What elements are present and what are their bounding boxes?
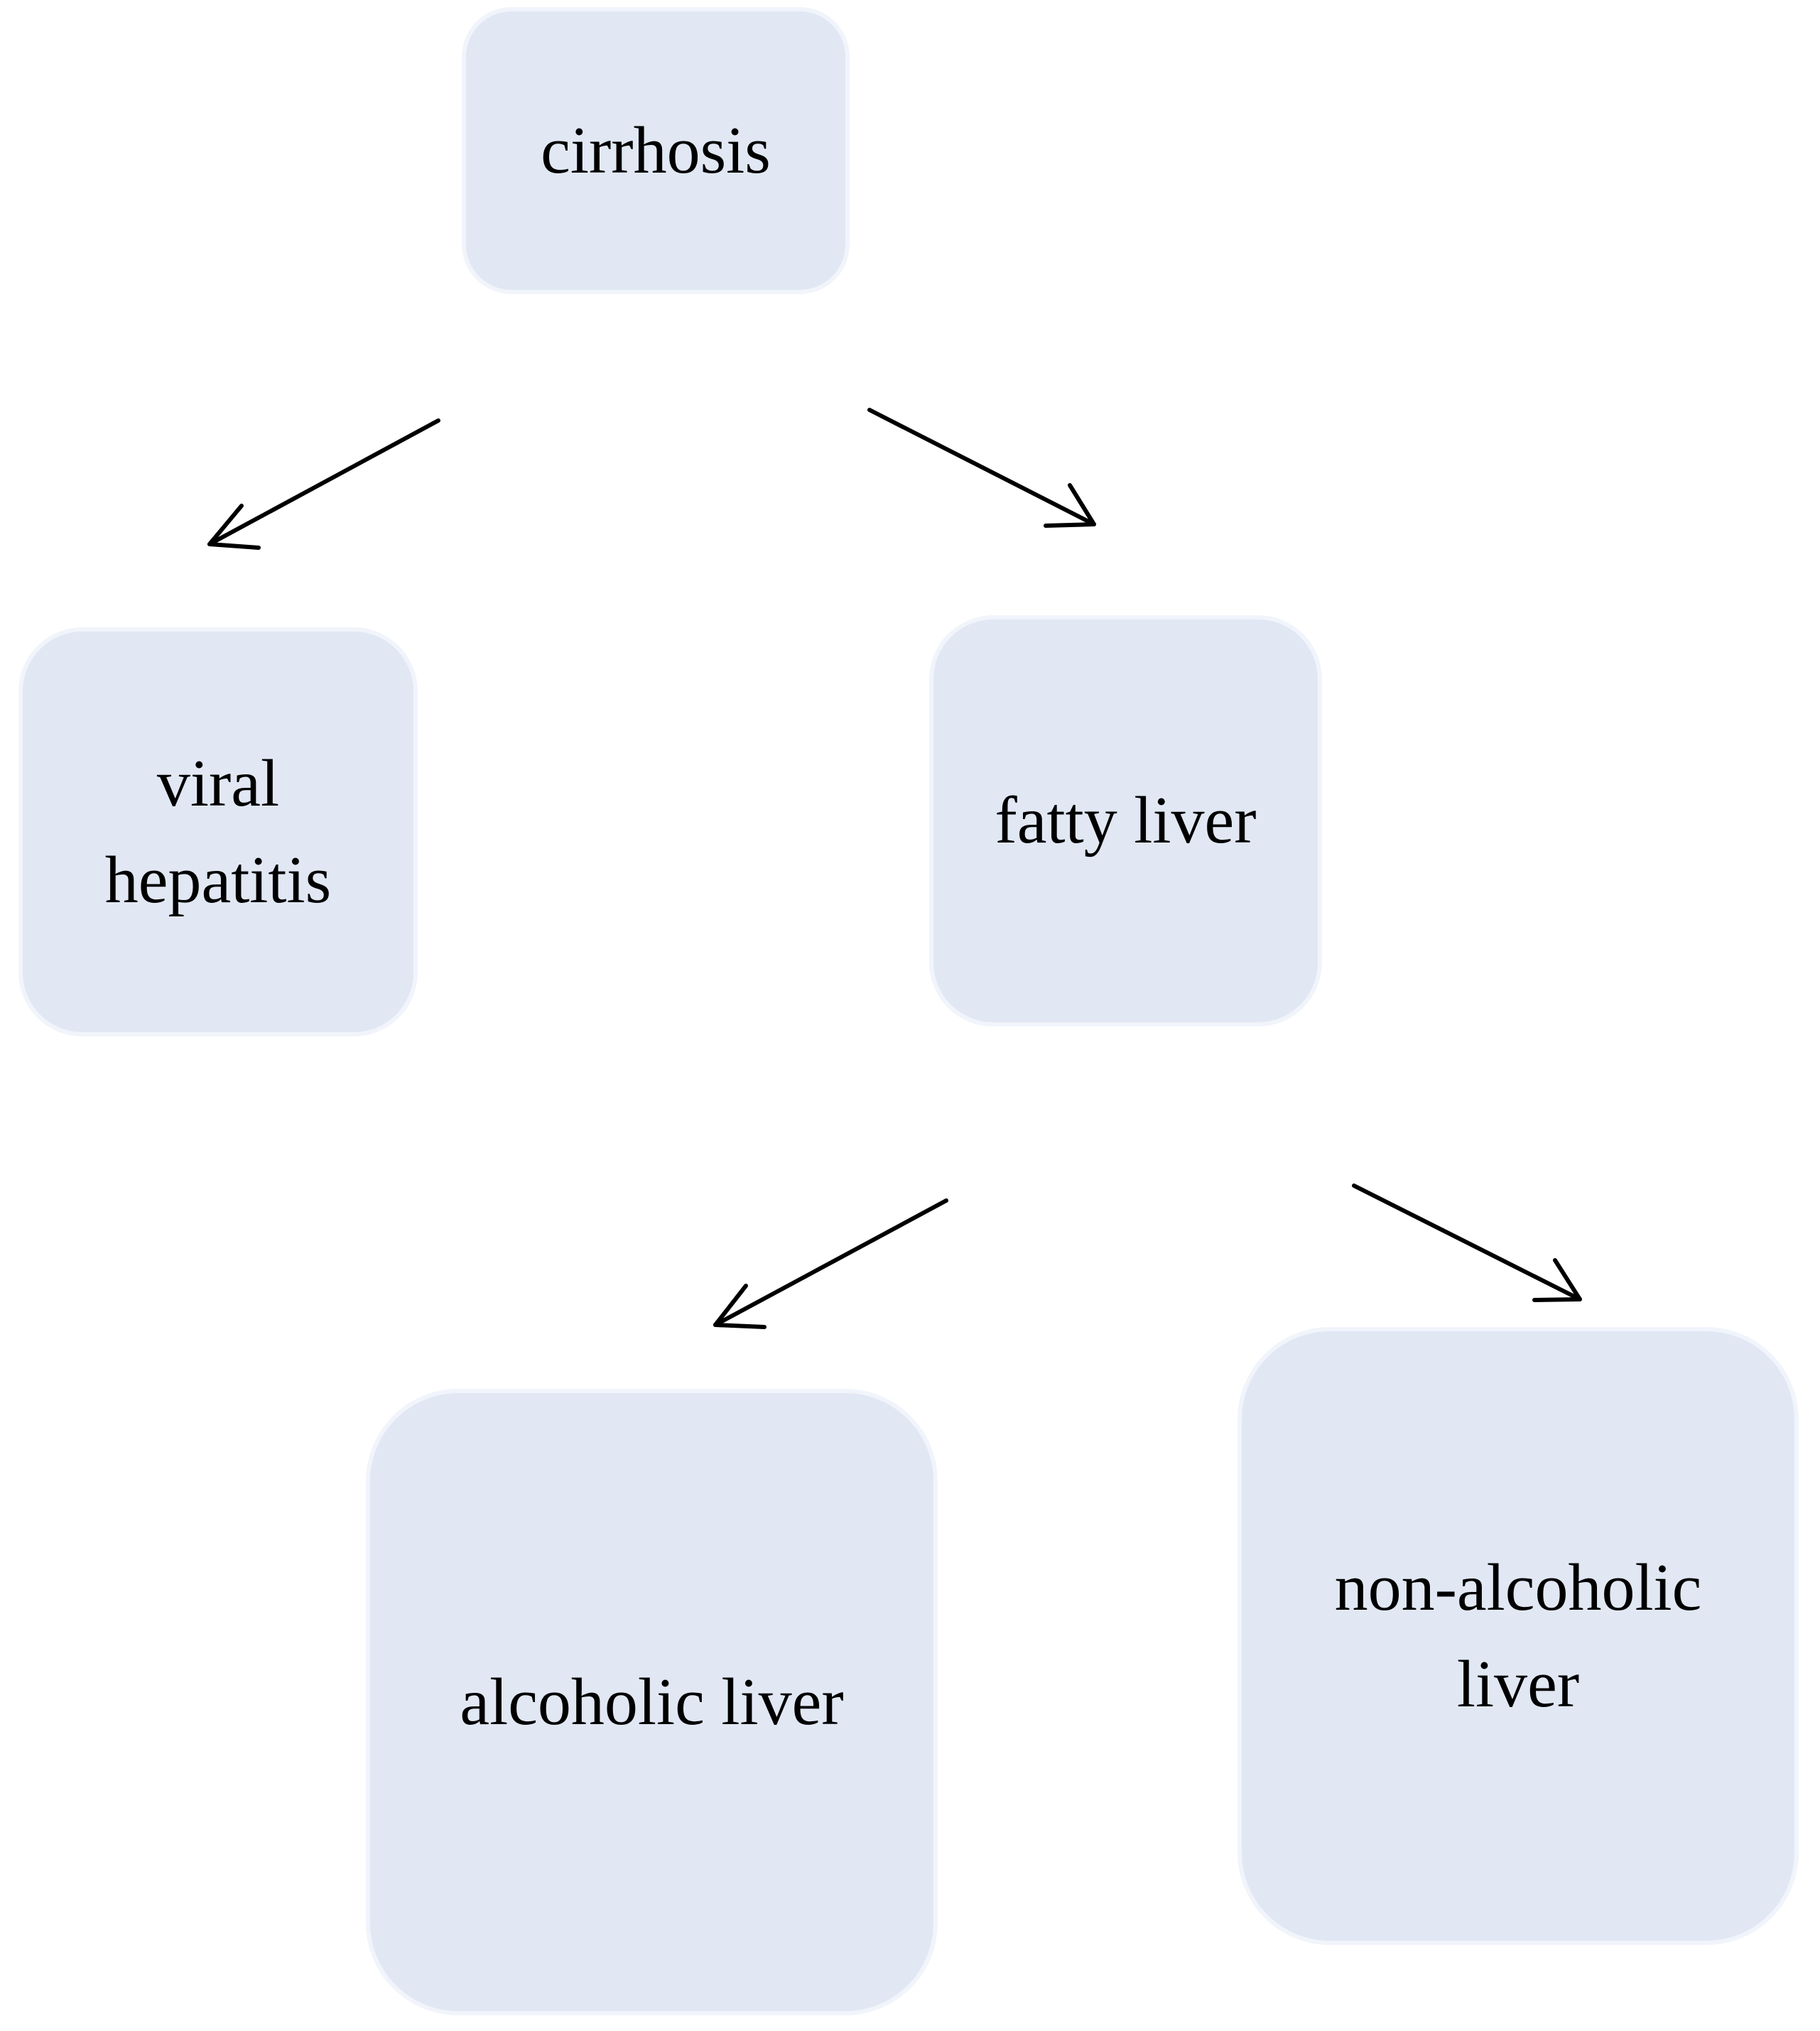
node-fatty-liver: fatty liver xyxy=(929,615,1322,1027)
arrow-cirrhosis-to-viral-hepatitis xyxy=(207,418,440,550)
node-label-alcoholic-liver: alcoholic liver xyxy=(460,1664,844,1739)
node-viral-hepatitis: viral hepatitis xyxy=(18,627,418,1036)
node-label-viral-hepatitis: viral hepatitis xyxy=(104,746,332,917)
node-label-fatty-liver: fatty liver xyxy=(995,784,1257,858)
arrow-fatty-liver-to-alcoholic-liver xyxy=(713,1198,948,1329)
node-cirrhosis: cirrhosis xyxy=(462,7,850,294)
node-non-alcoholic-liver: non-alcoholic liver xyxy=(1237,1327,1799,1945)
node-label-non-alcoholic-liver: non-alcoholic liver xyxy=(1334,1550,1702,1721)
arrow-cirrhosis-to-fatty-liver xyxy=(867,408,1096,528)
node-alcoholic-liver: alcoholic liver xyxy=(366,1389,938,2015)
arrow-fatty-liver-to-non-alcoholic-liver xyxy=(1352,1184,1582,1302)
node-label-cirrhosis: cirrhosis xyxy=(541,113,771,188)
